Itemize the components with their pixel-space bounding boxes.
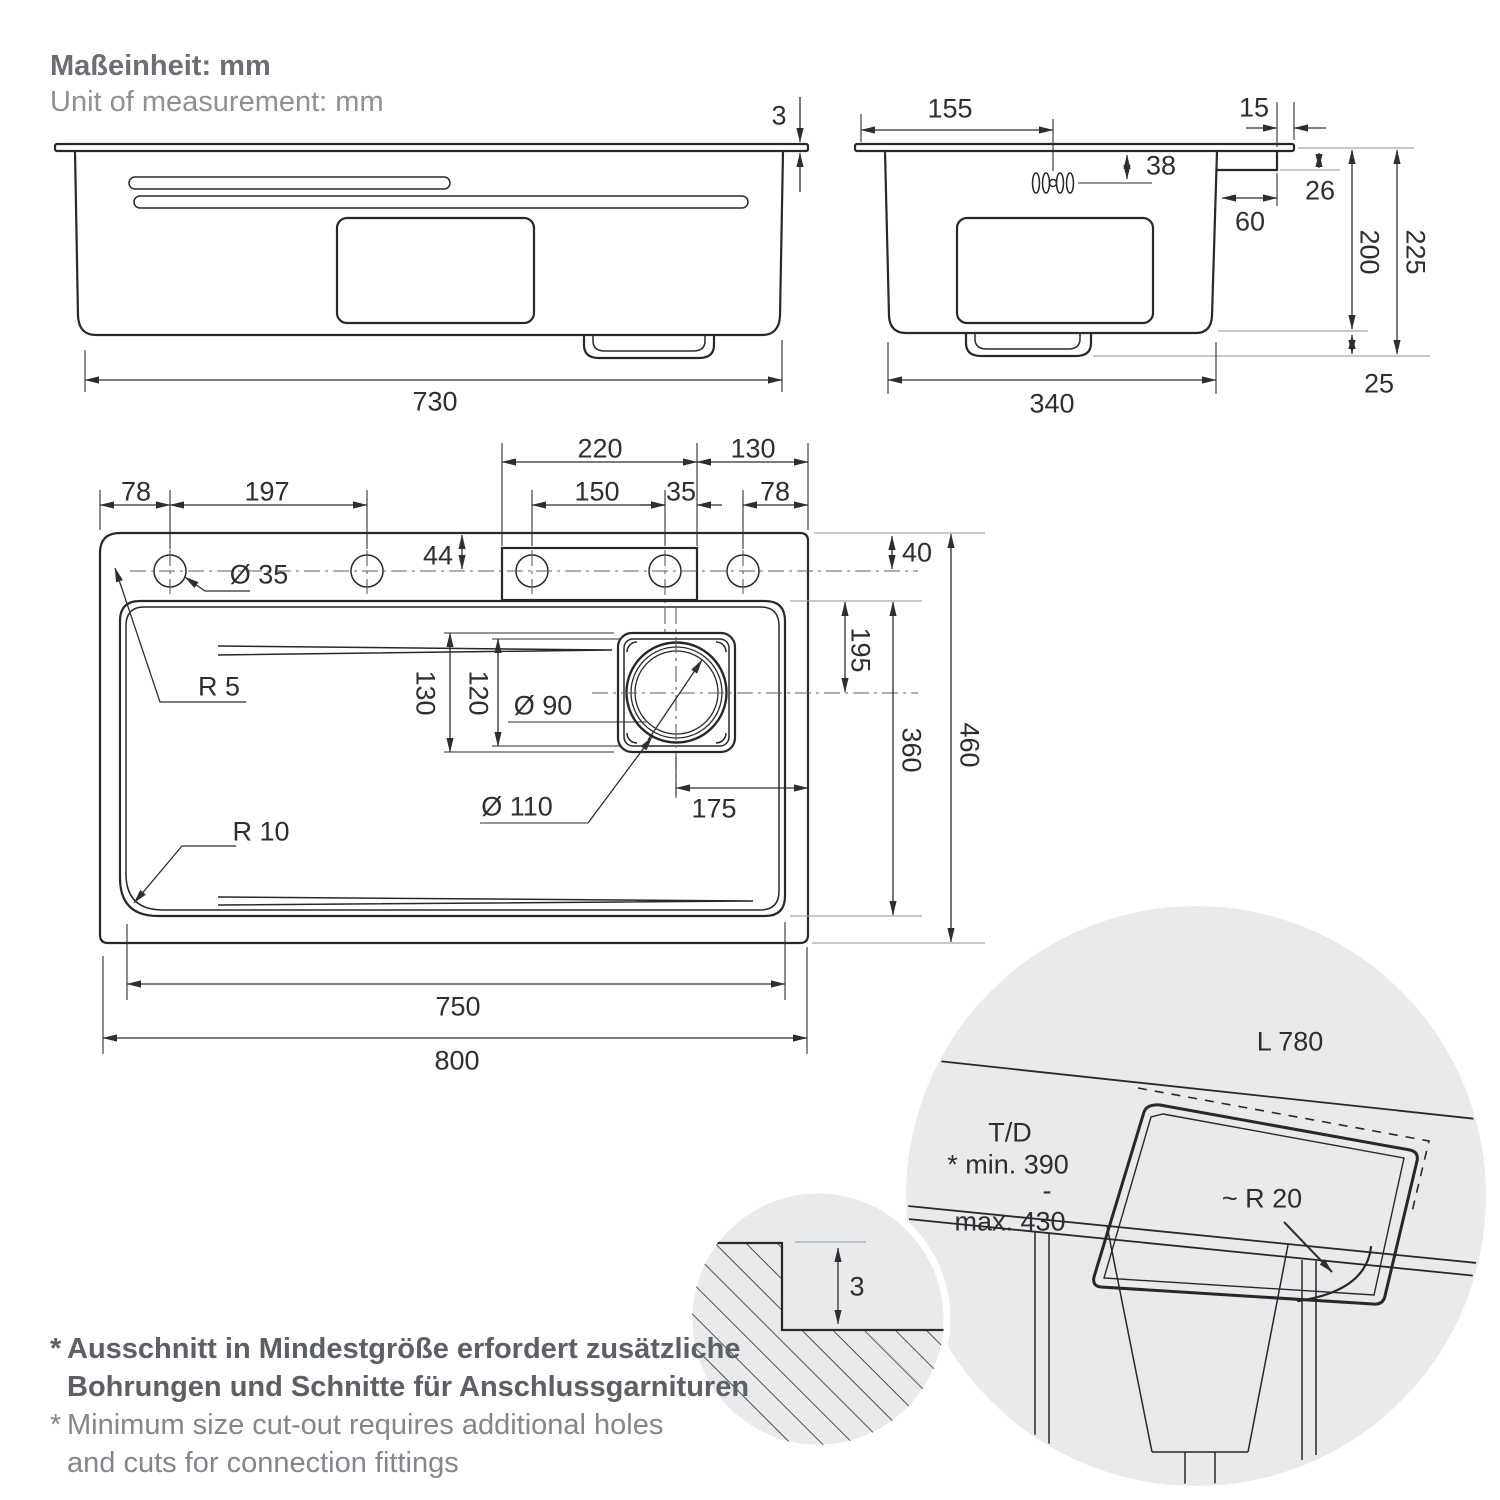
dim-rim-thickness: 3 bbox=[771, 100, 787, 131]
dim-195: 195 bbox=[845, 627, 876, 673]
side-rim bbox=[53, 142, 810, 153]
dim-225: 225 bbox=[1400, 229, 1431, 275]
footnote-en-line1: Minimum size cut-out requires additional… bbox=[67, 1409, 664, 1441]
footnote-marker: * bbox=[50, 1333, 62, 1365]
dim-155: 155 bbox=[927, 93, 973, 124]
side-ledge-slot-1 bbox=[128, 176, 451, 190]
cutout-detail-drawing bbox=[906, 906, 1486, 1486]
dim-drain-diameter: Ø 90 bbox=[513, 690, 573, 721]
step-profile bbox=[692, 1241, 944, 1332]
plan-view-drawing bbox=[98, 443, 985, 1054]
dim-175: 175 bbox=[691, 793, 737, 824]
dim-max-430: max. 430 bbox=[954, 1206, 1066, 1237]
side-drain-inner bbox=[592, 335, 706, 352]
mounting-clip-icon bbox=[1031, 172, 1075, 194]
footnote-de-line2: Bohrungen und Schnitte für Anschlussgarn… bbox=[67, 1371, 750, 1403]
detail-circle-background bbox=[906, 906, 1486, 1486]
side-drain bbox=[582, 333, 716, 360]
bowl-under-counter bbox=[1106, 1225, 1289, 1484]
dim-separator: - bbox=[1042, 1175, 1052, 1206]
dim-length-730: 730 bbox=[412, 386, 458, 417]
dim-197: 197 bbox=[244, 476, 290, 507]
dim-hole-diameter: Ø 35 bbox=[229, 559, 289, 590]
end-body bbox=[883, 149, 1219, 335]
footnote-marker-en: * bbox=[50, 1409, 62, 1441]
end-colander-box bbox=[955, 216, 1155, 325]
dim-strainer-diameter: Ø 110 bbox=[481, 791, 553, 822]
side-body bbox=[73, 149, 785, 337]
cutout-dashed-outline bbox=[1137, 1087, 1430, 1217]
dim-step-3: 3 bbox=[849, 1271, 865, 1302]
dim-60: 60 bbox=[1234, 206, 1266, 237]
dim-220: 220 bbox=[577, 433, 623, 464]
dim-130-top: 130 bbox=[730, 433, 776, 464]
dim-r5: R 5 bbox=[197, 671, 241, 702]
cutout-opening bbox=[1092, 1103, 1419, 1306]
dim-360: 360 bbox=[896, 727, 927, 773]
cabinet-legs bbox=[1034, 1232, 1317, 1470]
bowl-outline bbox=[118, 599, 787, 918]
end-drain-inner bbox=[974, 333, 1081, 350]
dim-35: 35 bbox=[665, 476, 697, 507]
footnote-en-line2: and cuts for connection fittings bbox=[67, 1447, 459, 1479]
side-ledge-slot-2 bbox=[133, 195, 749, 209]
dim-25: 25 bbox=[1363, 368, 1395, 399]
dim-15: 15 bbox=[1238, 92, 1270, 123]
label-td: T/D bbox=[988, 1117, 1032, 1148]
side-view-drawing bbox=[53, 97, 810, 392]
bowl-slope-lines bbox=[217, 645, 754, 906]
dim-460: 460 bbox=[954, 722, 985, 768]
end-drain bbox=[964, 331, 1093, 358]
end-view-drawing bbox=[853, 102, 1430, 394]
footnotes: *Ausschnitt in Mindestgröße erfordert zu… bbox=[50, 1330, 749, 1482]
end-rim bbox=[853, 142, 1296, 153]
dim-l780: L 780 bbox=[1256, 1026, 1324, 1057]
dim-120-drain: 120 bbox=[463, 670, 494, 716]
material-hatching bbox=[692, 1243, 944, 1445]
dim-340: 340 bbox=[1029, 388, 1075, 419]
dim-78-left: 78 bbox=[120, 476, 152, 507]
dim-min-390: * min. 390 bbox=[947, 1149, 1069, 1180]
dim-78-right: 78 bbox=[759, 476, 791, 507]
dim-26: 26 bbox=[1304, 175, 1336, 206]
dim-150: 150 bbox=[574, 476, 620, 507]
dim-38: 38 bbox=[1145, 150, 1177, 181]
side-colander-box bbox=[335, 216, 536, 325]
dim-800: 800 bbox=[434, 1045, 480, 1076]
dim-r20: ~ R 20 bbox=[1221, 1183, 1303, 1214]
cutout-corner-arc bbox=[1296, 1245, 1373, 1303]
unit-title-de: Maßeinheit: mm bbox=[50, 50, 271, 82]
footnote-de-line1: Ausschnitt in Mindestgröße erfordert zus… bbox=[67, 1333, 741, 1365]
plan-outline bbox=[98, 531, 810, 945]
dim-200: 200 bbox=[1354, 229, 1385, 275]
bowl-outline-inner bbox=[125, 606, 780, 911]
unit-title-en: Unit of measurement: mm bbox=[50, 86, 384, 118]
dim-40: 40 bbox=[901, 537, 933, 568]
dim-44: 44 bbox=[422, 540, 454, 571]
dim-r10: R 10 bbox=[232, 816, 290, 847]
dim-750: 750 bbox=[435, 991, 481, 1022]
edge-detail-drawing bbox=[685, 1186, 951, 1452]
dim-130-drain: 130 bbox=[410, 670, 441, 716]
end-ledge-profile bbox=[1215, 149, 1279, 172]
